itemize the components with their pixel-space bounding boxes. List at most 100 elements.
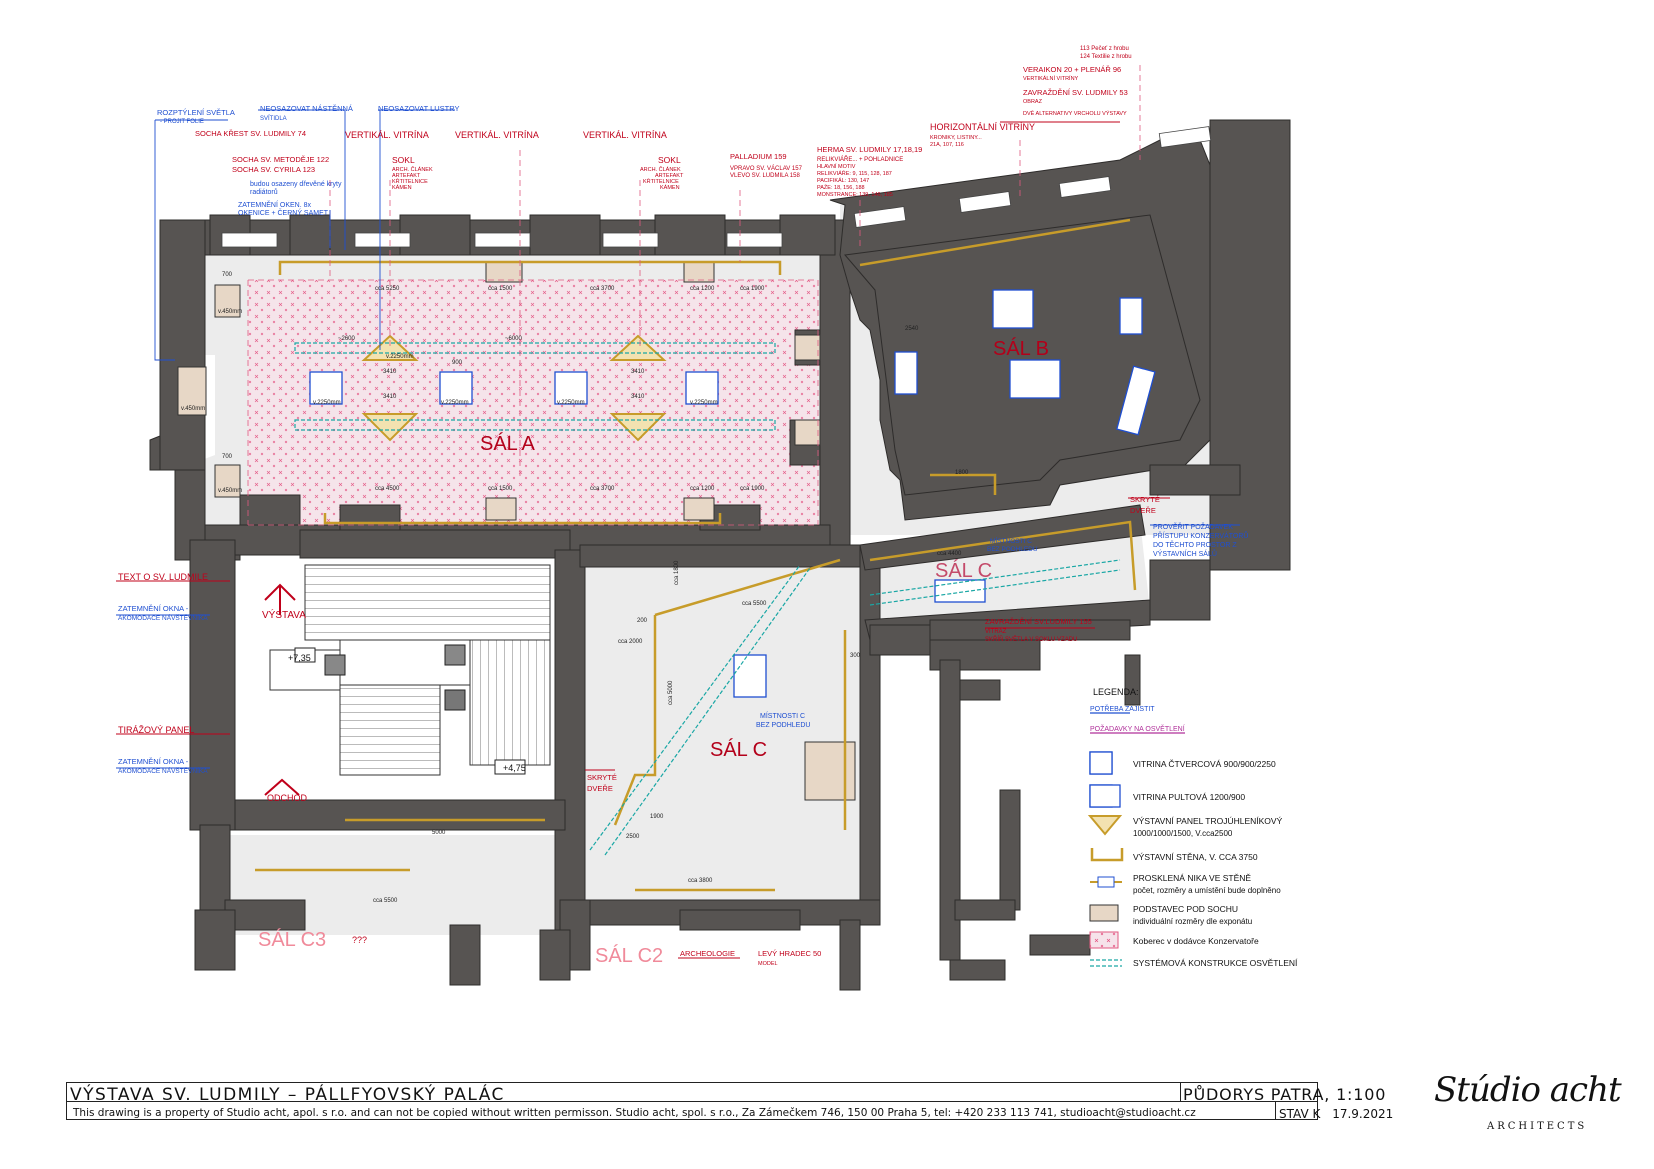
note-sokl-1-b: ARTEFAKT — [392, 173, 421, 179]
dim-300: 300 — [850, 653, 861, 659]
note-horiz-nums: 21A, 107, 116 — [930, 142, 964, 148]
dim-cca1200a: cca 1200 — [690, 286, 715, 292]
room-sal-c3: SÁL C3 — [258, 928, 326, 951]
note-vertikalni: VERTIKÁLNÍ VITRÍNY — [1023, 75, 1079, 82]
title-box-divider — [66, 1101, 1318, 1102]
dim-cca5000: cca 5000 — [668, 680, 674, 705]
note-zatemneni-okna-1: ZATEMNĚNÍ OKNA - — [118, 604, 189, 613]
status-date: STAV K 17.9.2021 — [1279, 1107, 1393, 1121]
dim-cca3700a: cca 3700 — [590, 286, 615, 292]
room-sal-b: SÁL B — [993, 337, 1049, 360]
project-title: VÝSTAVA SV. LUDMILY – PÁLLFYOVSKÝ PALÁC — [70, 1085, 505, 1105]
note-socha-krest: SOCHA KŘEST SV. LUDMILY 74 — [195, 129, 306, 138]
bez-podhledu-label: BEZ PODHLEDU — [756, 722, 810, 729]
dim-2600: ~2600 — [338, 336, 356, 342]
note-vertikal-3: VERTIKÁL. VITRÍNA — [583, 130, 667, 140]
legend-exhibition-wall — [1090, 848, 1124, 862]
dim-3410a: 3410 — [383, 369, 397, 375]
plinths — [177, 261, 1113, 922]
dim-v450b: v.450mm — [181, 406, 205, 412]
dim-cca4500: cca 4500 — [375, 486, 400, 492]
legend-item-2-sub: 1000/1000/1500, V.cca2500 — [1133, 829, 1233, 838]
note-projit-folie: - PROJIT FOLIE — [160, 119, 204, 125]
bez-podhledu-label-2: BEZ PODHLEDU — [987, 546, 1038, 553]
note-text-o-sv: TEXT O SV. LUDMILE — [118, 572, 208, 582]
dim-cca5500: cca 5500 — [742, 601, 767, 607]
dim-3410c: 3410 — [631, 369, 645, 375]
note-zavrazdeni-53: ZAVRAŽDĚNÍ SV. LUDMILY 53 — [1023, 88, 1128, 97]
dim-1800b: 1800 — [955, 470, 969, 476]
dim-cca3700b: cca 3700 — [590, 486, 615, 492]
architects-label: ARCHITECTS — [1487, 1121, 1588, 1132]
note-vertikal-2: VERTIKÁL. VITRÍNA — [455, 130, 539, 140]
dim-1900: 1900 — [650, 814, 664, 820]
vystava-label: VÝSTAVA — [262, 608, 306, 621]
note-archeologie: ARCHEOLOGIE — [680, 949, 735, 958]
room-sal-c2: SÁL C2 — [595, 944, 663, 967]
odchod-label: ODCHOD — [267, 793, 307, 803]
annotations: ROZPTÝLENÍ SVĚTLA - PROJIT FOLIE NEOSAZO… — [118, 46, 1248, 967]
title-box-sheet — [1180, 1082, 1318, 1102]
dim-cca1200b: cca 1200 — [690, 486, 715, 492]
dim-cca1500b: cca 1500 — [488, 486, 513, 492]
mistnosti-c-label: MÍSTNOSTI C — [760, 711, 805, 720]
legend-item-5-sub: individuální rozměry dle exponátu — [1133, 917, 1252, 926]
legend-title: LEGENDA: — [1093, 687, 1139, 697]
note-vlevo: VLEVO SV. LUDMILA 158 — [730, 173, 800, 179]
note-kroniky: KRONIKY, LISTINY... — [930, 135, 982, 141]
note-pecat: 113 Pečeť z hrobu — [1080, 46, 1129, 52]
note-skrin: SKŘÍŇ SVĚTLA V SOKLU VZADU — [985, 635, 1077, 643]
dim-900: 900 — [452, 360, 463, 366]
staircase — [269, 564, 551, 776]
dim-v2250a: v.2250mm — [313, 400, 341, 406]
note-vertikal-1: VERTIKÁL. VITRÍNA — [345, 130, 429, 140]
room-sal-a: SÁL A — [480, 432, 536, 455]
note-dve-alternativy: DVĚ ALTERNATIVY VRCHOLU VÝSTAVY — [1023, 109, 1127, 117]
note-neosazovat-nastenna: NEOSAZOVAT NÁSTĚNNÁ — [260, 104, 353, 113]
note-vpravo: VPRAVO SV. VÁCLAV 157 — [730, 165, 803, 172]
note-sokl-1-c: KŘTITELNICE — [392, 177, 428, 185]
dim-cca1500a: cca 1500 — [488, 286, 513, 292]
note-skryte-2b: DVEŘE — [587, 784, 613, 793]
room-labels: SÁL A SÁL B SÁL C SÁL C SÁL C2 SÁL C3 ??… — [258, 337, 1049, 967]
legend-item-7: SYSTÉMOVÁ KONSTRUKCE OSVĚTLENÍ — [1133, 958, 1298, 968]
note-sokl-1-d: KÁMEN — [392, 184, 412, 191]
note-zatemneni-oken: ZATEMNĚNÍ OKEN. 8x — [238, 200, 311, 209]
note-levy-hradec: LEVÝ HRADEC 50 — [758, 949, 821, 958]
note-sokl-1: SOKL — [392, 155, 415, 165]
dim-v2250c: v.2250mm — [557, 400, 585, 406]
dim-cca2000: cca 2000 — [618, 639, 643, 645]
sal-c3-question: ??? — [352, 935, 367, 945]
note-do-techto: DO TĚCHTO PROSTOR Z — [1153, 540, 1237, 549]
note-sokl-2-b: ARTEFAKT — [655, 173, 684, 179]
note-okenice: OKENICE + ČERNÝ SAMET — [238, 208, 329, 217]
copyright-line: This drawing is a property of Studio ach… — [73, 1107, 1196, 1119]
note-monstrance: MONSTRANCE: 139, 146, 185 — [817, 192, 893, 198]
date-label: 17.9.2021 — [1332, 1107, 1394, 1121]
mistnosti-c-label-2: MÍSTNOSTI C — [990, 536, 1032, 545]
blue-leaders — [116, 109, 1240, 769]
dim-200: 200 — [637, 618, 648, 624]
note-sokl-1-a: ARCH. ČLÁNEK — [392, 166, 433, 173]
legend-triangle-panel — [1087, 815, 1123, 836]
legend-square-vitrine — [1089, 751, 1113, 775]
note-sokl-2-c: KŘTITELNICE — [643, 177, 679, 185]
dim-3410b: 3410 — [383, 394, 397, 400]
note-proverit: PROVĚŘIT POŽADAVEK — [1153, 522, 1233, 531]
note-horizontalni: HORIZONTÁLNÍ VITRÍNY — [930, 122, 1035, 132]
note-skryte-1b: DVEŘE — [1130, 506, 1156, 515]
legend-pozadavky: POŽADAVKY NA OSVĚTLENÍ — [1090, 724, 1185, 733]
note-herma: HERMA SV. LUDMILY 17,18,19 — [817, 145, 922, 154]
dim-cca4400: cca 4400 — [937, 551, 962, 557]
legend: LEGENDA: POTŘEBA ZAJISTIT POŽADAVKY NA O… — [1090, 687, 1298, 968]
note-veraikon: VERAIKON 20 + PLENÁŘ 96 — [1023, 65, 1121, 74]
note-hlavni-motiv: HLAVNÍ MOTIV — [817, 163, 856, 170]
dim-v2250d: v.2250mm — [690, 400, 718, 406]
note-model: MODEL — [758, 961, 778, 967]
legend-item-4-sub: počet, rozměry a umístění bude doplněno — [1133, 886, 1281, 895]
note-paze: PAŽE: 18, 156, 188 — [817, 183, 865, 191]
studio-acht-logo: Stúdio acht — [1434, 1070, 1622, 1110]
note-skryte-1: SKRYTÉ — [1130, 495, 1160, 504]
note-tirazovy: TIRÁŽOVÝ PANEL — [118, 725, 194, 735]
legend-carpet — [1089, 931, 1119, 949]
